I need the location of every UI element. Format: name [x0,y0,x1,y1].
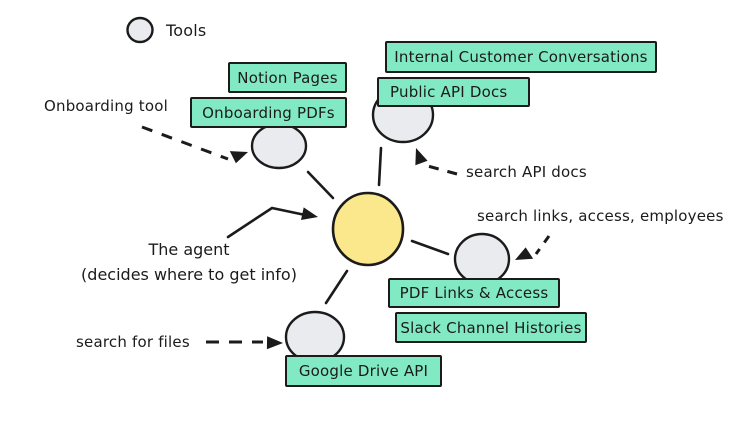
connector-agent-to-onboarding [306,170,335,200]
annotation-search-for-files: search for files [76,333,190,351]
tool-node-onboarding [250,122,308,170]
arrow-search-api-docs-dashed [423,163,458,176]
tool-box-slack-channel-histories: Slack Channel Histories [395,312,587,343]
tool-node-pdf-links [453,232,511,286]
tool-box-notion-pages: Notion Pages [228,62,347,93]
annotation-search-links-access-employees: search links, access, employees [477,207,724,225]
tool-box-google-drive-api: Google Drive API [285,355,442,387]
legend-tool-circle-icon [126,16,154,44]
arrow-search-links-head-icon [515,247,534,260]
connector-agent-to-google-drive [324,269,349,305]
tool-box-public-api-docs: Public API Docs [377,77,530,107]
agent-caption: The agent (decides where to get info) [80,237,298,287]
arrow-agent-label-head-icon [300,207,318,221]
arrow-onboarding-tool-dashed [141,125,229,161]
arrow-search-api-docs-head-icon [415,148,428,166]
tool-box-onboarding-pdfs: Onboarding PDFs [190,97,347,128]
annotation-onboarding-tool: Onboarding tool [44,97,168,115]
agent-caption-title: The agent [148,240,230,259]
agent-caption-subtitle: (decides where to get info) [81,265,297,284]
arrow-search-links-dashed [534,235,551,255]
agent-node [331,191,405,267]
arrow-agent-label-line [226,206,312,239]
legend-tools-label: Tools [166,21,207,40]
annotation-search-api-docs: search API docs [466,163,587,181]
tool-box-pdf-links-access: PDF Links & Access [388,278,560,308]
tool-box-internal-customer-conversations: Internal Customer Conversations [385,41,657,73]
arrow-onboarding-tool-head-icon [229,151,248,164]
connector-agent-to-pdf-links [410,239,450,256]
connector-agent-to-public-api [377,146,383,187]
arrow-search-for-files-head-icon [266,336,283,350]
